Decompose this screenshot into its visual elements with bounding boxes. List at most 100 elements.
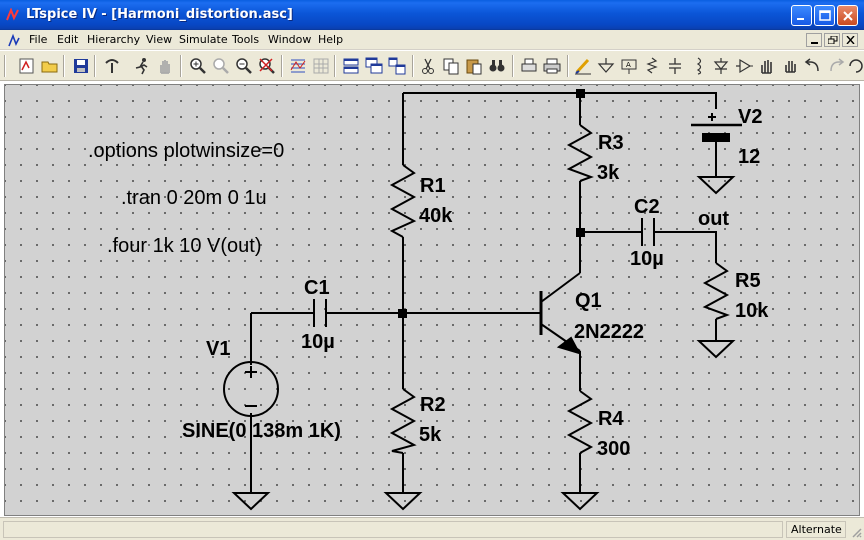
capacitor-button[interactable] <box>665 56 685 76</box>
toolbar-separator <box>94 55 96 77</box>
wire-c2-right[interactable] <box>654 231 717 263</box>
menu-tools[interactable]: Tools <box>232 33 260 46</box>
tile-horizontal-button[interactable] <box>341 56 361 76</box>
close-icon <box>843 11 853 21</box>
mdi-minimize-button[interactable] <box>806 33 822 47</box>
menu-window[interactable]: Window <box>268 33 312 46</box>
voltage-source-v1[interactable] <box>223 361 279 417</box>
r5-name: R5 <box>735 270 761 292</box>
print-setup-button[interactable] <box>519 56 539 76</box>
minimize-button[interactable] <box>791 5 812 26</box>
cascade-button[interactable] <box>364 56 384 76</box>
resistor-r1[interactable] <box>389 164 417 238</box>
resistor-button[interactable] <box>642 56 662 76</box>
directive-options[interactable]: .options plotwinsize=0 <box>88 140 284 162</box>
toolbar-separator <box>334 55 336 77</box>
resistor-r4[interactable] <box>566 390 594 454</box>
label-net-button[interactable]: A <box>619 56 639 76</box>
control-panel-button[interactable] <box>102 56 122 76</box>
resistor-r5[interactable] <box>702 262 730 320</box>
menu-view[interactable]: View <box>146 33 173 46</box>
resize-grip-icon[interactable] <box>850 526 862 538</box>
r1-value[interactable]: 40k <box>419 205 453 227</box>
inductor-button[interactable] <box>688 56 708 76</box>
schematic-doc-icon[interactable] <box>6 32 22 48</box>
diode-icon <box>713 58 729 74</box>
zoom-out-button[interactable] <box>234 56 254 76</box>
ground-v2[interactable] <box>696 176 736 195</box>
ground-r2[interactable] <box>383 492 423 511</box>
move-button[interactable] <box>757 56 777 76</box>
close-icon <box>846 36 855 44</box>
schematic-canvas[interactable]: .options plotwinsize=0 .tran 0 20m 0 1u … <box>4 84 860 516</box>
menu-edit[interactable]: Edit <box>57 33 79 46</box>
rotate-button[interactable] <box>846 56 864 76</box>
capacitor-c2[interactable] <box>641 218 655 246</box>
menu-hierarchy[interactable]: Hierarchy <box>87 33 141 46</box>
toolbar-grip <box>4 55 6 77</box>
menu-simulate[interactable]: Simulate <box>179 33 228 46</box>
directive-four[interactable]: .four 1k 10 V(out) <box>107 235 262 257</box>
wire-button[interactable] <box>573 56 593 76</box>
q1-value[interactable]: 2N2222 <box>574 321 644 343</box>
zoom-out-icon <box>236 58 252 74</box>
run-button[interactable] <box>132 56 152 76</box>
mdi-close-button[interactable] <box>842 33 858 47</box>
print-button[interactable] <box>542 56 562 76</box>
new-schematic-button[interactable] <box>17 56 37 76</box>
zoom-fit-button[interactable] <box>257 56 277 76</box>
undo-button[interactable] <box>803 56 823 76</box>
paste-button[interactable] <box>464 56 484 76</box>
c2-value[interactable]: 10µ <box>630 248 664 270</box>
junction-dots <box>398 89 585 318</box>
ground-v1[interactable] <box>231 492 271 511</box>
grid-button[interactable] <box>311 56 331 76</box>
drag-button[interactable] <box>780 56 800 76</box>
save-button[interactable] <box>71 56 91 76</box>
component-button[interactable] <box>734 56 754 76</box>
menu-help[interactable]: Help <box>318 33 344 46</box>
v1-value[interactable]: SINE(0 138m 1K) <box>182 420 341 442</box>
title-bar[interactable]: LTspice IV - [Harmoni_distortion.asc] <box>0 0 864 30</box>
pan-button[interactable] <box>155 56 175 76</box>
resistor-r2[interactable] <box>389 388 417 454</box>
c1-value[interactable]: 10µ <box>301 331 335 353</box>
toolbar-separator <box>180 55 182 77</box>
toolbar-separator <box>567 55 569 77</box>
close-button[interactable] <box>837 5 858 26</box>
find-button[interactable] <box>487 56 507 76</box>
maximize-button[interactable] <box>814 5 835 26</box>
v2-value[interactable]: 12 <box>738 146 760 168</box>
r5-value[interactable]: 10k <box>735 300 769 322</box>
print-setup-icon <box>521 58 537 72</box>
ground-r4[interactable] <box>560 492 600 511</box>
diode-button[interactable] <box>711 56 731 76</box>
r3-value[interactable]: 3k <box>597 162 620 184</box>
open-button[interactable] <box>40 56 60 76</box>
mdi-restore-button[interactable] <box>824 33 840 47</box>
resistor-r3[interactable] <box>566 124 594 182</box>
zoom-in-button[interactable] <box>188 56 208 76</box>
directive-tran[interactable]: .tran 0 20m 0 1u <box>121 187 267 209</box>
r4-name: R4 <box>598 408 624 430</box>
transistor-q1[interactable] <box>539 272 582 355</box>
r4-value[interactable]: 300 <box>597 438 630 460</box>
net-label-out[interactable]: out <box>698 208 729 230</box>
cut-button[interactable] <box>418 56 438 76</box>
run-icon <box>135 58 148 75</box>
capacitor-c1[interactable] <box>313 299 327 327</box>
zoom-area-icon <box>213 58 229 74</box>
wire-top-rail[interactable] <box>403 92 717 109</box>
ground-button[interactable] <box>596 56 616 76</box>
undo-icon <box>804 58 819 72</box>
menu-file[interactable]: File <box>29 33 48 46</box>
redo-button[interactable] <box>826 56 846 76</box>
zoom-area-button[interactable] <box>211 56 231 76</box>
voltage-source-v2[interactable] <box>691 113 742 142</box>
r2-value[interactable]: 5k <box>419 424 442 446</box>
print-icon <box>543 58 561 74</box>
copy-button[interactable] <box>441 56 461 76</box>
ground-r5[interactable] <box>696 340 736 359</box>
autorange-button[interactable] <box>288 56 308 76</box>
tile-vertical-button[interactable] <box>387 56 407 76</box>
